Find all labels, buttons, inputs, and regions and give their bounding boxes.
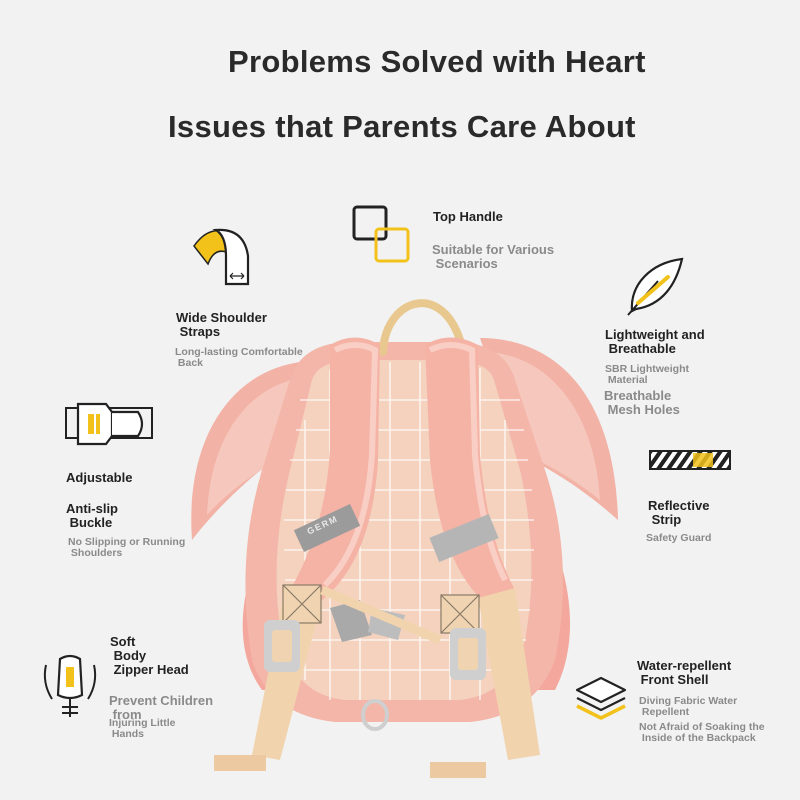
shell-desc1: Diving Fabric Water Repellent xyxy=(639,695,738,718)
heading-problems-solved: Problems Solved with Heart xyxy=(228,44,646,79)
buckle-title2: Anti-slip Buckle xyxy=(66,501,118,530)
shell-title: Water-repellent Front Shell xyxy=(637,658,732,687)
zipper-desc2: Injuring Little Hands xyxy=(109,717,176,740)
buckle-title1: Adjustable xyxy=(66,470,133,485)
shell-desc2: Not Afraid of Soaking the Inside of the … xyxy=(639,721,765,744)
reflective-title: Reflective Strip xyxy=(648,498,710,527)
shoulder-strap-icon xyxy=(193,228,250,286)
heading-parents-care: Issues that Parents Care About xyxy=(168,109,636,144)
reflective-desc: Safety Guard xyxy=(646,532,712,544)
top-handle-title: Top Handle xyxy=(433,209,503,224)
buckle-icon xyxy=(65,402,153,446)
zipper-title: Soft Body Zipper Head xyxy=(110,634,189,677)
layers-icon xyxy=(575,676,627,720)
reflective-strip-icon xyxy=(649,450,731,470)
zipper-head-icon xyxy=(43,654,97,717)
lightweight-desc2: Breathable Mesh Holes xyxy=(604,388,680,417)
top-handle-desc: Suitable for Various Scenarios xyxy=(432,242,555,271)
top-handle-icon xyxy=(352,205,410,263)
shoulder-straps-desc: Long-lasting Comfortable Back xyxy=(175,346,303,369)
lightweight-title: Lightweight and Breathable xyxy=(605,327,705,356)
feather-icon xyxy=(627,257,684,316)
lightweight-desc1: SBR Lightweight Material xyxy=(605,363,689,386)
buckle-desc: No Slipping or Running Shoulders xyxy=(68,536,186,559)
zipper-desc1: Prevent Children from xyxy=(109,693,214,722)
shoulder-straps-title: Wide Shoulder Straps xyxy=(176,310,267,339)
